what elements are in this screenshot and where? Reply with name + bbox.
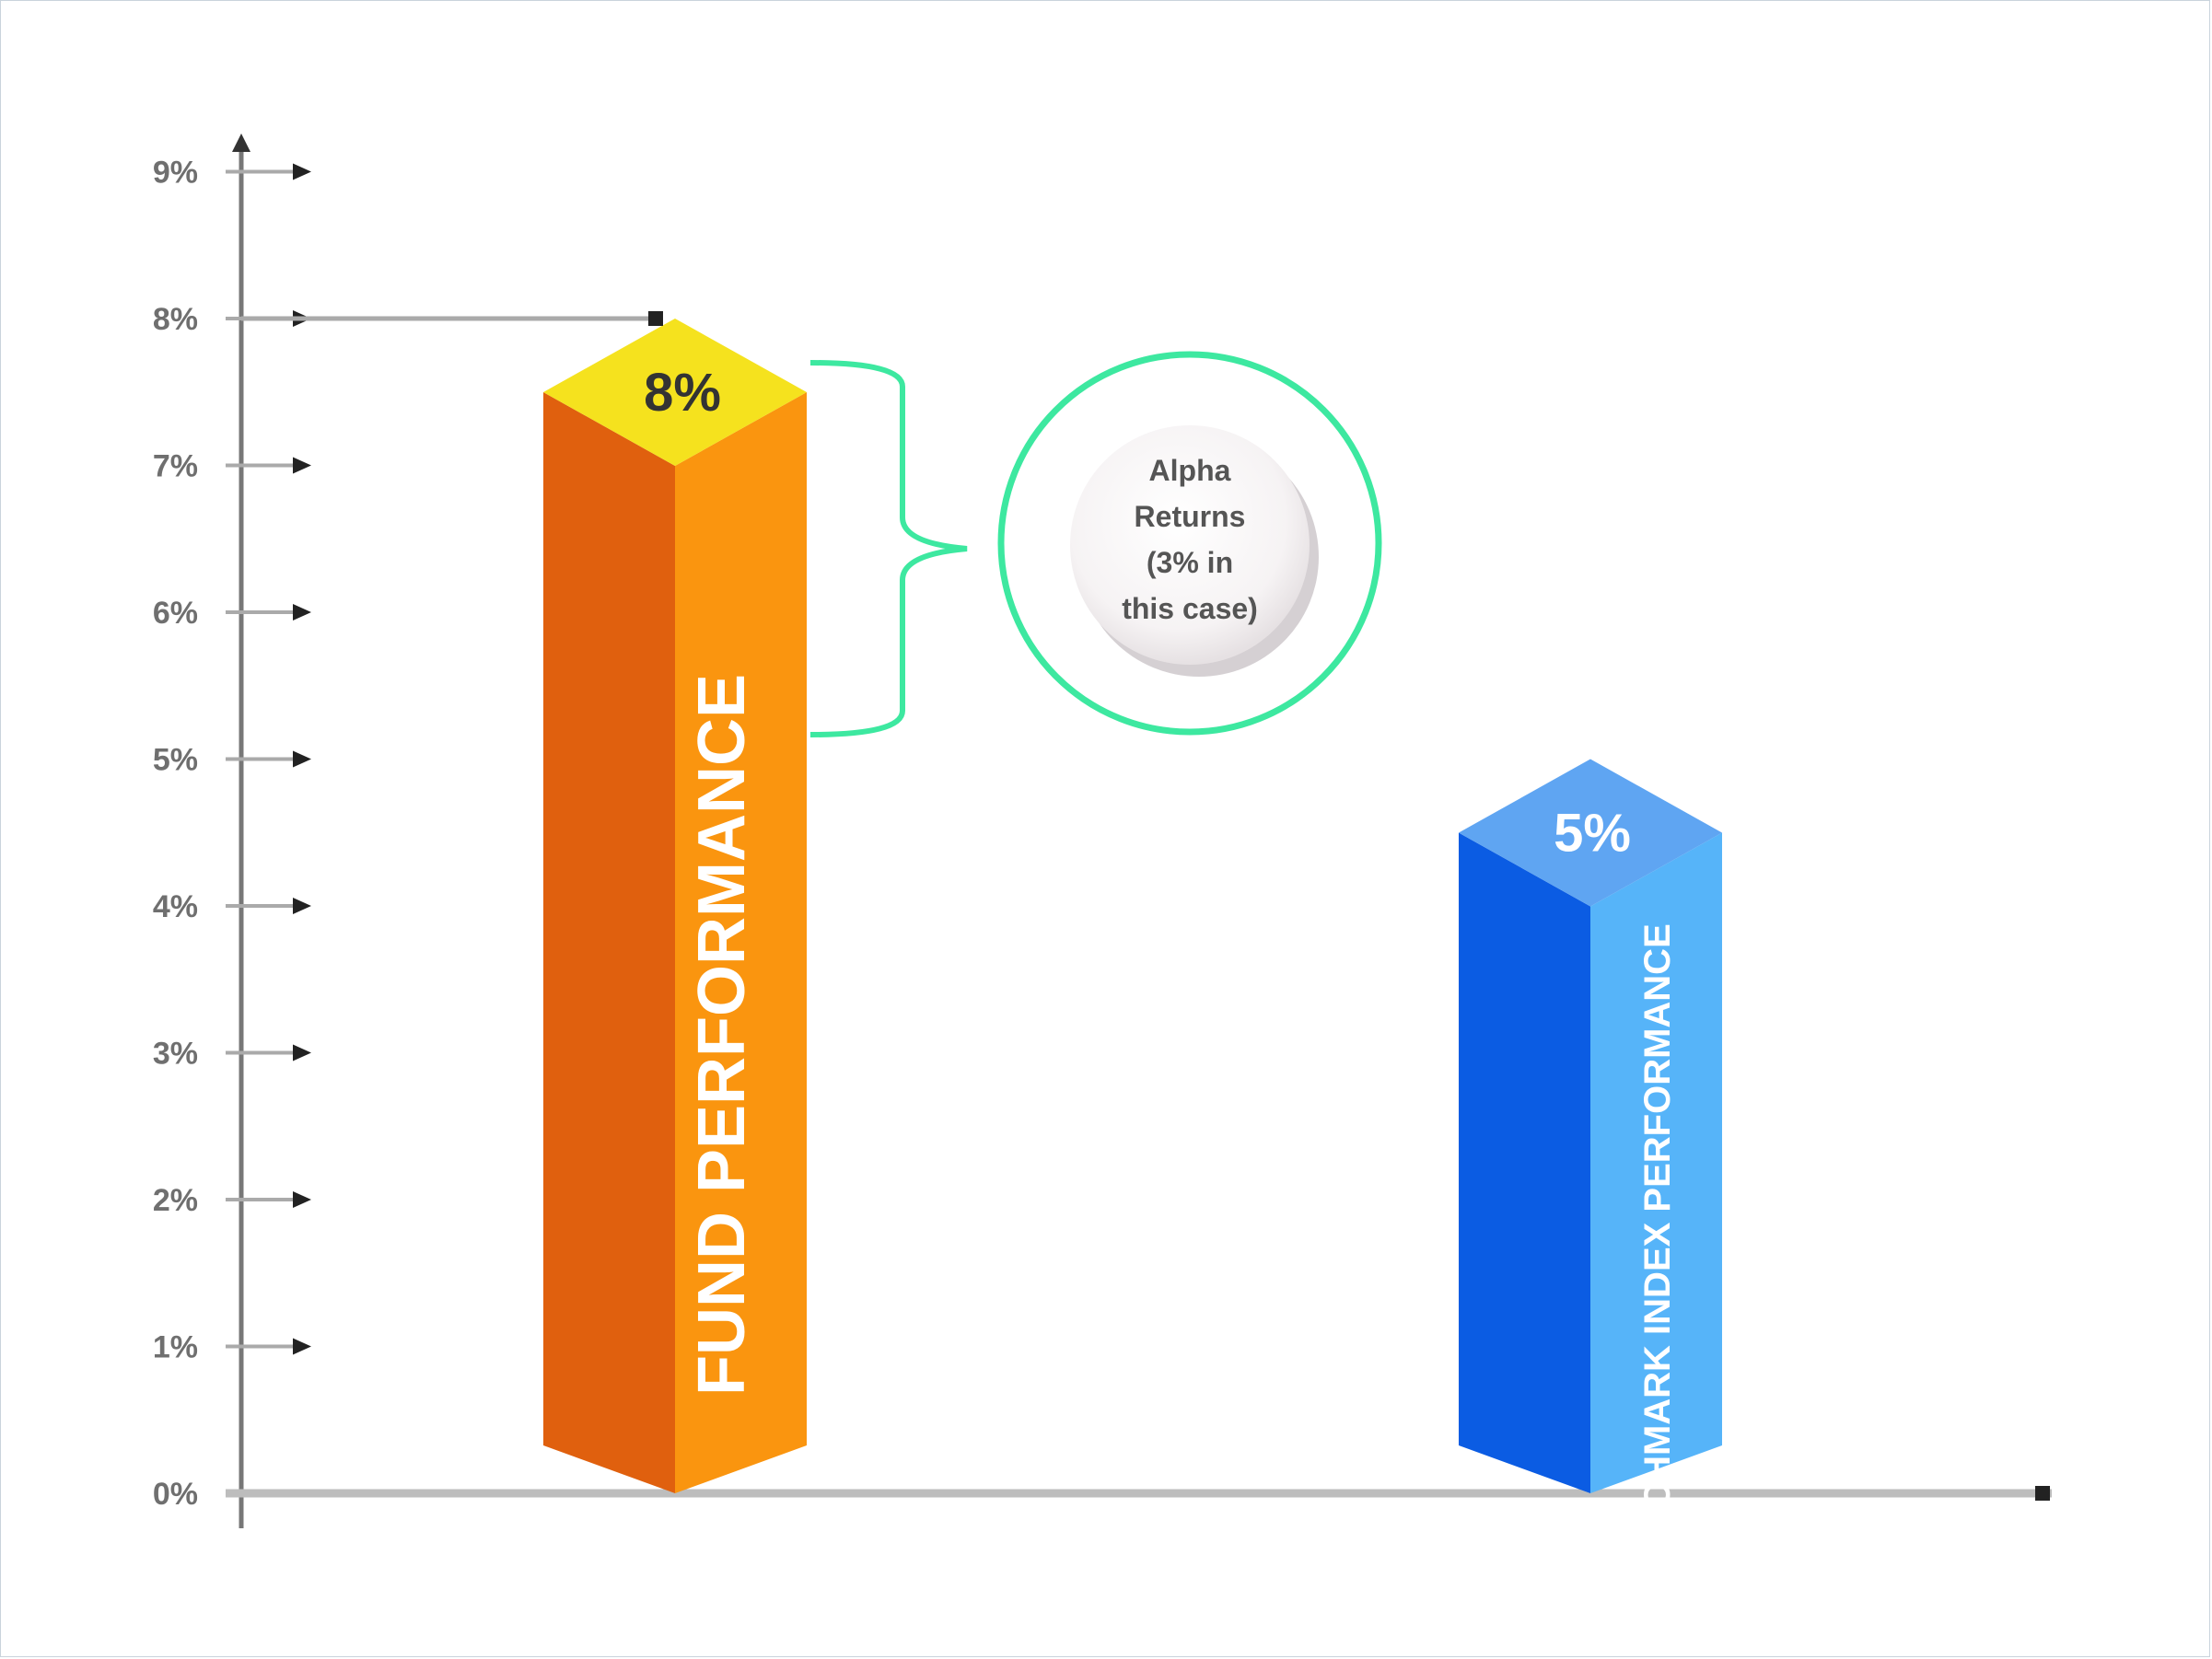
bar-group — [241, 311, 1722, 1493]
y-tick-arrow — [293, 1191, 311, 1208]
y-tick-label: 2% — [153, 1183, 198, 1218]
y-tick-arrow — [293, 1338, 311, 1355]
y-tick-label: 4% — [153, 889, 198, 924]
bar-label-group: 8% FUND PERFORMANCE 5% BENCHMARK INDEX P… — [644, 363, 1678, 1586]
y-tick-arrow — [293, 457, 311, 474]
fund-bar-top-face — [543, 319, 807, 466]
y-tick-label: 3% — [153, 1037, 198, 1072]
y-tick-arrow — [293, 898, 311, 914]
y-tick-arrow — [293, 750, 311, 768]
alpha-callout: Alpha Returns (3% in this case) — [997, 351, 1382, 736]
y-tick-arrow — [293, 1044, 311, 1062]
benchmark-category-label: BENCHMARK INDEX PERFORMANCE — [1637, 923, 1678, 1586]
benchmark-value-label: 5% — [1554, 804, 1631, 864]
axes — [226, 133, 2052, 1528]
y-tick-label: 7% — [153, 449, 198, 484]
benchmark-bar-top-face — [1459, 759, 1722, 907]
fund-bar-front-face — [543, 392, 675, 1493]
y-tick-group: 0% 1% 2% 3% 4% 5% 6% 7% 8% 9% — [153, 156, 311, 1512]
alpha-callout-line-3: (3% in — [1147, 546, 1233, 579]
y-tick-label: 9% — [153, 156, 198, 191]
y-tick-label: 5% — [153, 743, 198, 778]
y-tick-arrow — [293, 604, 311, 621]
fund-level-guide-marker — [648, 311, 663, 326]
alpha-callout-line-2: Returns — [1135, 500, 1246, 533]
fund-bar-side-face — [675, 392, 807, 1493]
alpha-callout-disc — [1070, 425, 1310, 665]
fund-category-label: FUND PERFORMANCE — [685, 674, 759, 1396]
y-tick-label: 8% — [153, 302, 198, 337]
y-tick-label: 0% — [153, 1477, 198, 1512]
y-tick-arrow — [293, 163, 311, 180]
alpha-brace-path — [809, 360, 968, 737]
benchmark-bar-front-face — [1459, 832, 1590, 1493]
x-axis-end-marker — [2035, 1486, 2050, 1501]
fund-value-label: 8% — [644, 363, 721, 423]
alpha-brace — [809, 360, 968, 737]
alpha-callout-line-4: this case) — [1122, 592, 1258, 625]
y-tick-label: 6% — [153, 596, 198, 631]
alpha-callout-line-1: Alpha — [1149, 454, 1231, 487]
y-axis-arrow — [232, 133, 250, 152]
benchmark-bar-side-face — [1590, 832, 1722, 1493]
y-tick-label: 1% — [153, 1330, 198, 1365]
